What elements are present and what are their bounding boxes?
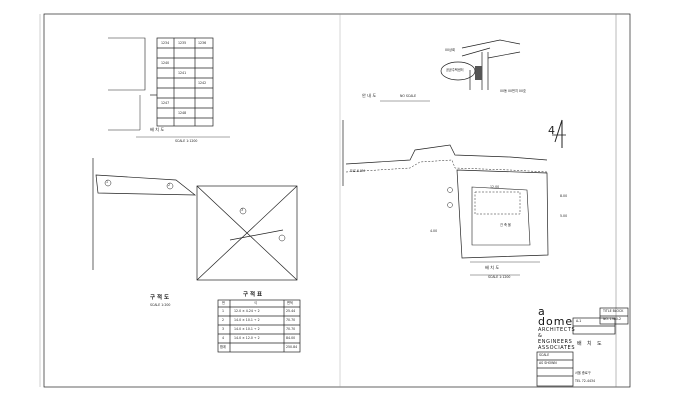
area-row-formula: 12.0 × 4.24 ÷ 2	[234, 309, 260, 313]
survey-circle-2: 2	[168, 183, 171, 187]
site-dim-label: 5.00	[560, 214, 568, 218]
site-plan	[342, 119, 566, 276]
survey-plan-scale: SCALE 1:200	[150, 303, 171, 307]
lot-label: 1235	[178, 41, 187, 45]
title-hangul: 치	[587, 341, 592, 347]
lot-label: 1247	[161, 101, 170, 105]
site-road-label: 도로 6.0M	[350, 169, 365, 173]
location-map-scale: NO SCALE	[400, 94, 417, 98]
area-table-header: 면적	[287, 301, 293, 305]
area-table-title: 구 적 표	[243, 292, 263, 298]
area-row-formula: 14.0 × 12.0 ÷ 2	[234, 336, 260, 340]
scale-value: AS SHOWN	[539, 361, 557, 365]
lot-label: 1234	[161, 41, 170, 45]
area-total-value: 250.84	[286, 345, 298, 349]
title-block	[536, 307, 629, 387]
area-table-header: 식	[254, 301, 257, 305]
north-arrow: 4	[548, 124, 555, 137]
area-row-value: 70.70	[286, 318, 296, 322]
area-row-value: 25.44	[286, 309, 296, 313]
site-plan-title: 배 치 도	[485, 265, 500, 270]
survey-plan-title: 구 적 도	[150, 295, 170, 301]
area-table-grid	[217, 299, 301, 353]
block-plan-scale: SCALE 1:1200	[175, 139, 198, 143]
survey-plan	[92, 158, 298, 281]
firm-phone: TEL 72-4434	[575, 379, 596, 383]
lot-label: 1240	[161, 61, 170, 65]
area-row-value: 70.70	[286, 327, 296, 331]
site-dim-label: 12.00	[490, 185, 500, 189]
location-map-title: 안 내 도	[362, 93, 377, 98]
drawing-number: A-1	[576, 319, 582, 323]
location-store-label: 00상회	[445, 48, 455, 52]
location-map	[380, 39, 521, 102]
site-dim-label: 8.00	[560, 194, 568, 198]
project-code: NO. 1980-2	[603, 317, 622, 321]
survey-circle-1: 1	[106, 180, 109, 184]
title-hangul: 배	[577, 341, 582, 347]
lot-label: 1242	[198, 81, 207, 85]
project-label: TITLE BLOCK	[603, 309, 624, 313]
area-table-header: 번	[222, 301, 225, 305]
scale-label: SCALE	[539, 353, 550, 357]
location-caption: 00동 00번지 00호	[500, 89, 526, 93]
block-plan-title: 배 치 도	[150, 127, 165, 132]
area-total-label: 합계	[220, 345, 226, 349]
firm-address: 서울 종로구	[575, 371, 591, 375]
site-dim-label: 4.00	[430, 229, 438, 233]
sheet-border	[43, 13, 631, 388]
lot-label: 1241	[178, 71, 187, 75]
area-row-value: 84.00	[286, 336, 296, 340]
lot-label: 1236	[198, 41, 207, 45]
area-row-no: 2	[222, 318, 225, 322]
area-row-formula: 14.0 × 10.1 ÷ 2	[234, 327, 260, 331]
title-hangul: 도	[597, 341, 602, 347]
site-plan-scale: SCALE 1:1200	[488, 275, 511, 279]
area-row-no: 3	[222, 327, 225, 331]
survey-circle-3: 3	[241, 208, 244, 212]
lot-label: 1248	[178, 111, 187, 115]
site-building-label: 건 축 물	[500, 223, 511, 227]
area-row-no: 4	[222, 336, 225, 340]
block-plan	[108, 37, 230, 138]
location-house-label: 공공주택센터	[446, 68, 464, 72]
area-row-formula: 14.0 × 10.1 ÷ 2	[234, 318, 260, 322]
area-row-no: 1	[222, 309, 225, 313]
